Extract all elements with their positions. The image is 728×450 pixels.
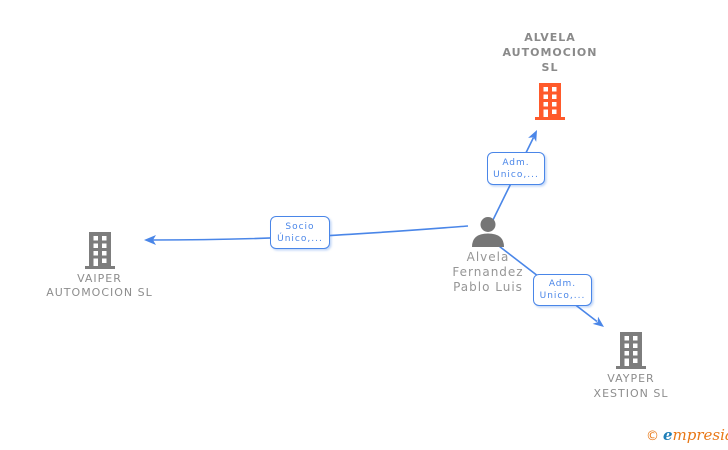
relationship-label-adm-unico-2[interactable]: Adm. Unico,...: [533, 274, 592, 306]
node-label-vayper-xestion-sl[interactable]: VAYPER XESTION SL: [593, 372, 669, 400]
arrowhead-to-vaiper-automocion: [144, 235, 156, 245]
building-icon-vayper-xestion[interactable]: [616, 332, 646, 369]
relationship-label-socio-unico[interactable]: Socio Único,...: [270, 216, 330, 249]
arrow-line-to-vaiper-automocion: [152, 225, 469, 241]
relationship-label-adm-unico-1[interactable]: Adm. Unico,...: [487, 152, 545, 185]
brand-rest: mpresia: [672, 426, 728, 444]
node-label-alvela-automocion-sl[interactable]: ALVELA AUTOMOCION SL: [502, 31, 598, 74]
person-icon-alvela-fernandez[interactable]: [470, 217, 506, 247]
copyright-icon: ©: [646, 429, 659, 444]
building-icon-alvela-automocion[interactable]: [535, 83, 565, 120]
brand-wordmark: empresia: [663, 426, 728, 444]
node-label-vaiper-automocion-sl[interactable]: VAIPER AUTOMOCION SL: [46, 272, 153, 299]
arrowhead-to-vayper-xestion: [592, 316, 604, 327]
brand-initial: e: [663, 426, 673, 444]
node-label-alvela-fernandez-pablo-luis[interactable]: Alvela Fernandez Pablo Luis: [452, 250, 524, 294]
arrowhead-to-alvela-automocion: [528, 130, 537, 142]
empresia-logo[interactable]: © empresia: [646, 426, 728, 444]
building-icon-vaiper-automocion[interactable]: [85, 232, 115, 269]
